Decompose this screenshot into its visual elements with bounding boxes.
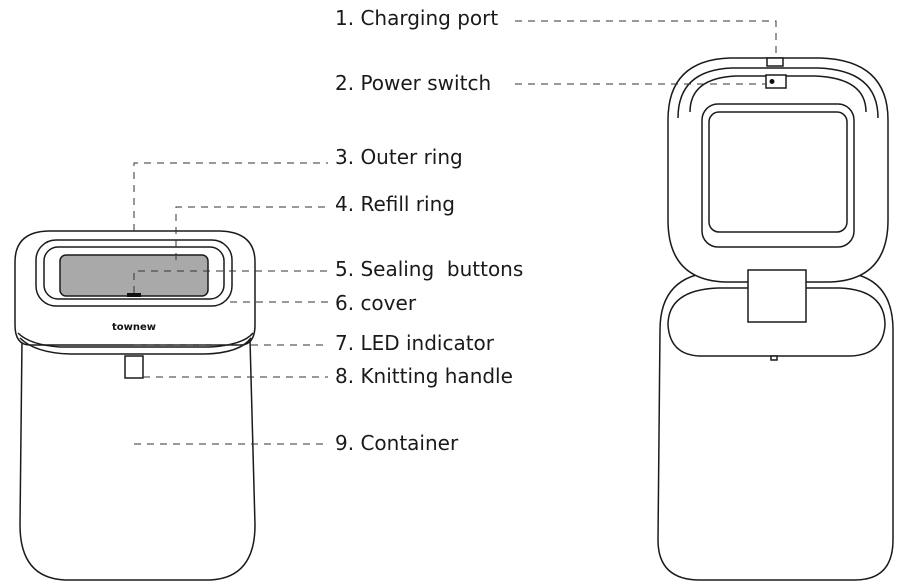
open-container-body xyxy=(657,271,894,581)
label-outer-ring: 3. Outer ring xyxy=(335,145,463,169)
label-knitting-handle: 8. Knitting handle xyxy=(335,364,513,388)
label-cover: 6. cover xyxy=(335,291,417,315)
label-container: 9. Container xyxy=(335,431,459,455)
lid-window-inner xyxy=(708,111,848,233)
leader-lines xyxy=(133,20,777,445)
hinge xyxy=(747,269,807,323)
callout-labels: 1. Charging port 2. Power switch 3. Oute… xyxy=(335,6,523,455)
label-led-indicator: 7. LED indicator xyxy=(335,331,495,355)
leader-1 xyxy=(515,20,777,58)
leader-4 xyxy=(175,206,328,260)
label-sealing-buttons: 5. Sealing buttons xyxy=(335,257,523,281)
sealing-button xyxy=(127,293,141,297)
power-switch-dot xyxy=(769,79,775,84)
inner-notch xyxy=(770,355,778,361)
label-power-switch: 2. Power switch xyxy=(335,71,491,95)
knitting-handle xyxy=(124,355,144,379)
power-switch xyxy=(765,74,787,89)
leader-3 xyxy=(133,162,328,231)
charging-port xyxy=(766,57,784,67)
closed-bin-illustration: townew xyxy=(14,230,256,581)
container-body xyxy=(19,339,256,581)
label-refill-ring: 4. Refill ring xyxy=(335,192,455,216)
open-bin-illustration xyxy=(657,57,894,581)
label-charging-port: 1. Charging port xyxy=(335,6,498,30)
cover-edge-2 xyxy=(19,337,252,355)
brand-logo: townew xyxy=(112,322,156,333)
cover-edge xyxy=(17,332,254,348)
lid-rim-inner xyxy=(677,67,879,119)
